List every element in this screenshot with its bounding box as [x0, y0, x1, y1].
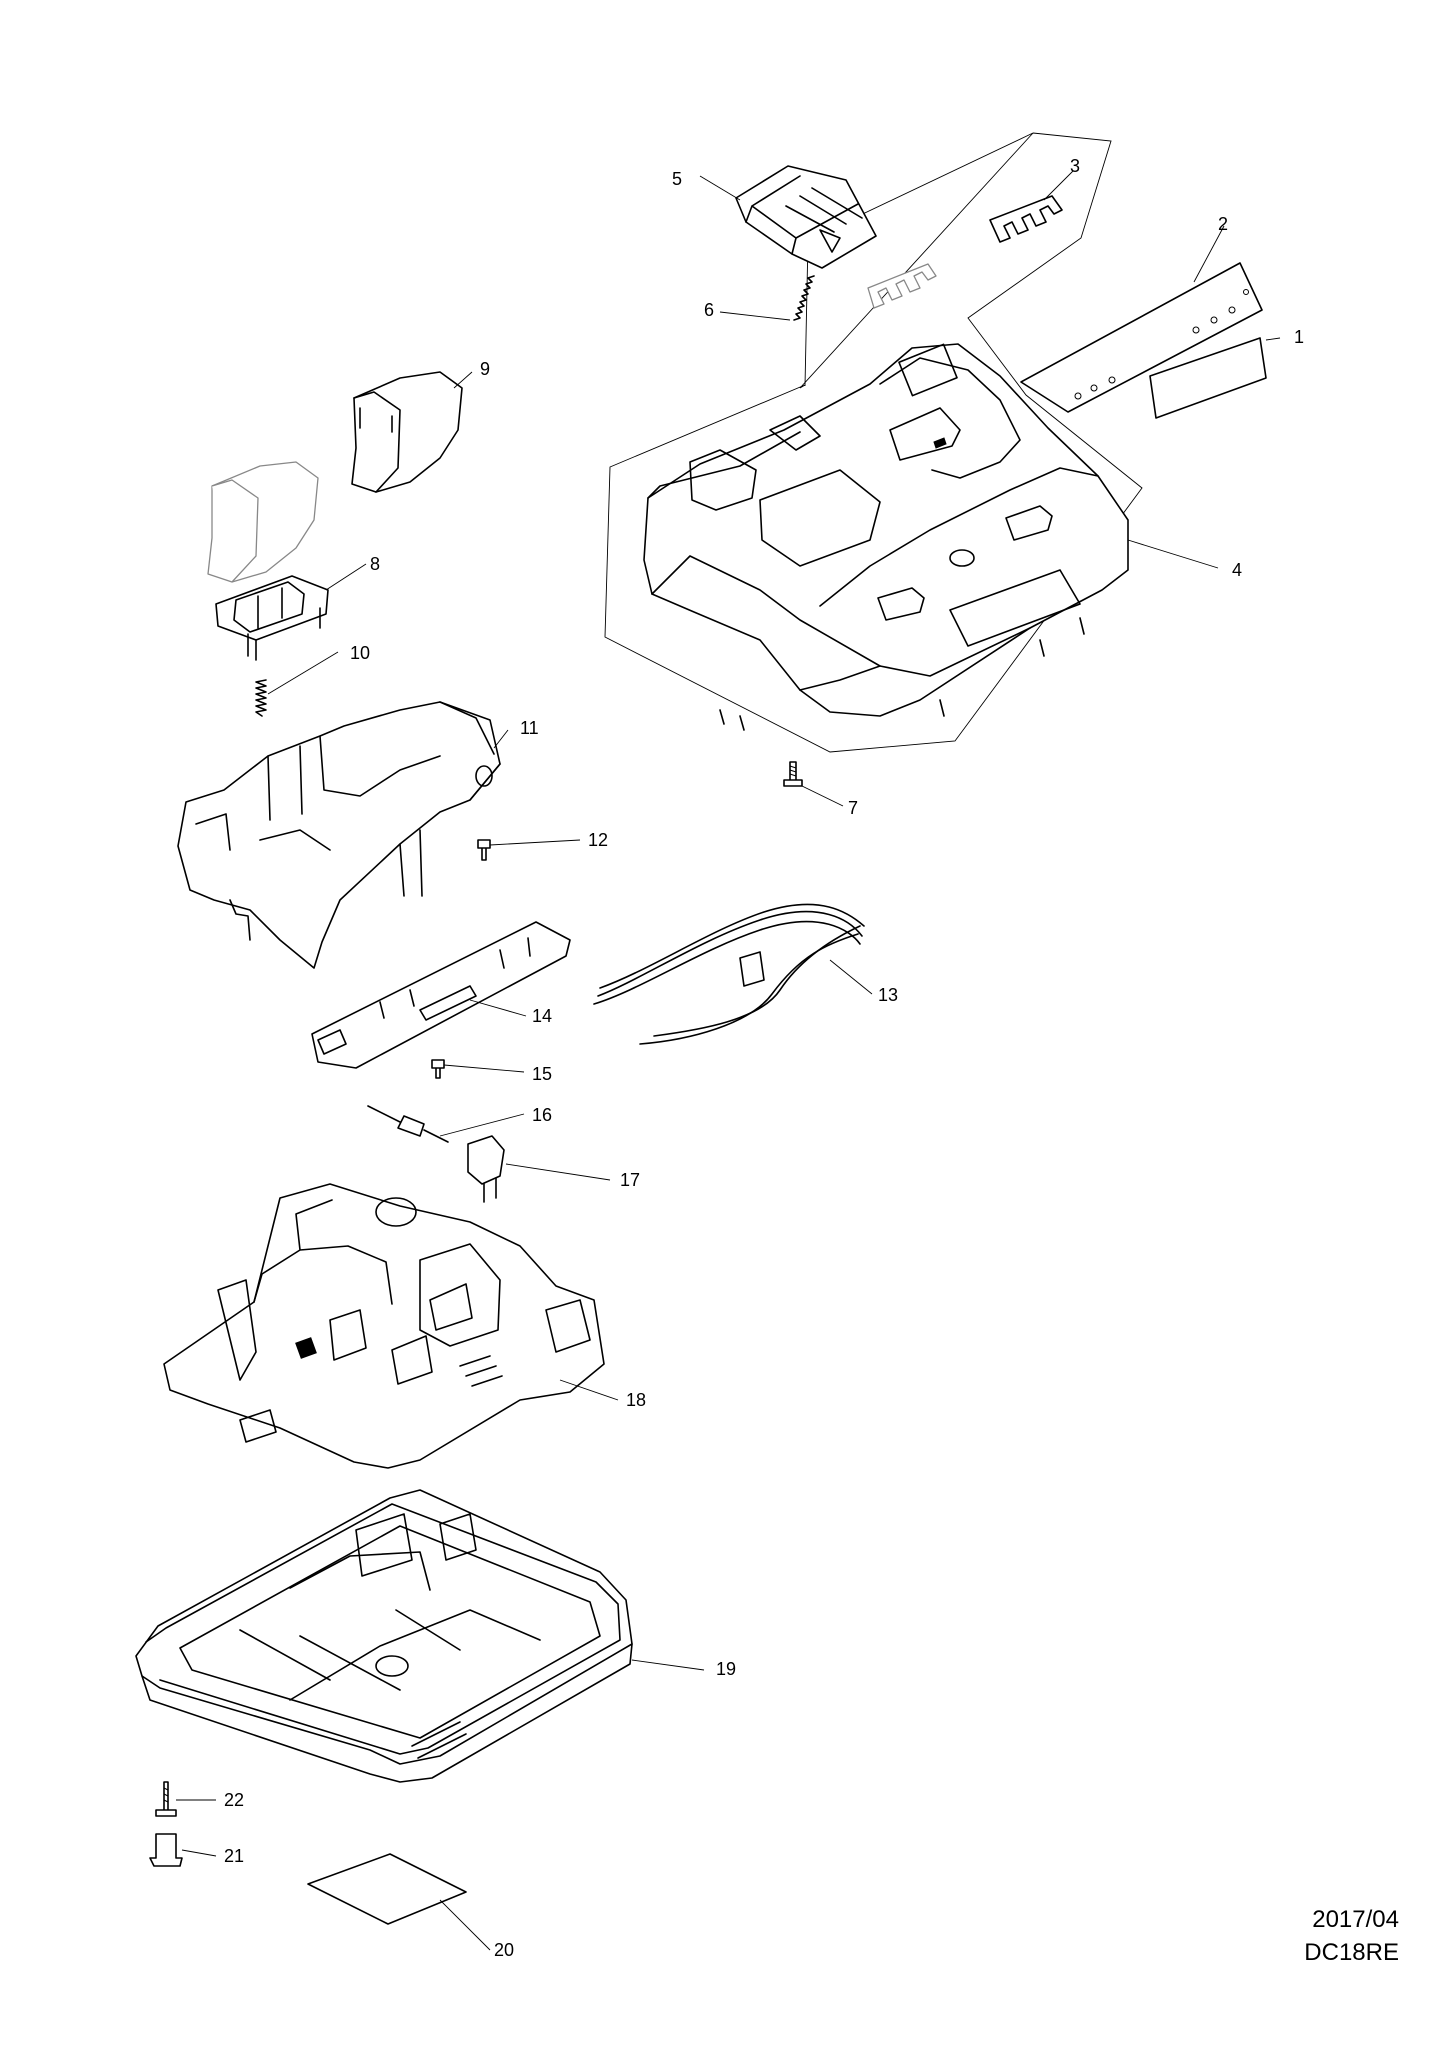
part-1-label — [1149, 337, 1267, 419]
part-9-battery-cover — [207, 371, 463, 583]
part-13-cord — [593, 903, 865, 1045]
callout-12: 12 — [588, 830, 608, 850]
part-12-screw — [477, 839, 491, 861]
callout-9: 9 — [480, 359, 490, 379]
part-15-screw — [431, 1059, 445, 1079]
part-8-switch-holder — [215, 575, 329, 661]
callout-19: 19 — [716, 1659, 736, 1679]
callout-6: 6 — [704, 300, 714, 320]
callout-3: 3 — [1070, 156, 1080, 176]
part-20-label — [307, 1853, 467, 1925]
callout-14: 14 — [532, 1006, 552, 1026]
callout-7: 7 — [848, 798, 858, 818]
callout-8: 8 — [370, 554, 380, 574]
callout-5: 5 — [672, 169, 682, 189]
part-18-main-pcb — [163, 1183, 605, 1469]
callout-17: 17 — [620, 1170, 640, 1190]
callout-1: 1 — [1294, 327, 1304, 347]
callout-21: 21 — [224, 1846, 244, 1866]
part-14-pcb-strip — [311, 921, 571, 1069]
part-2-nameplate — [1020, 262, 1263, 413]
callout-13: 13 — [878, 985, 898, 1005]
part-10-spring — [255, 679, 267, 717]
part-16-fuse — [367, 1105, 449, 1143]
callout-11: 11 — [520, 718, 539, 738]
callout-2: 2 — [1218, 214, 1228, 234]
footer-model: DC18RE — [1304, 1939, 1399, 1966]
part-6-spring — [793, 275, 815, 321]
part-4-upper-housing — [643, 343, 1129, 731]
part-22-screw — [155, 1781, 177, 1817]
part-3-terminal-clip — [867, 195, 1063, 309]
part-21-rubber-foot — [149, 1833, 183, 1867]
callout-16: 16 — [532, 1105, 552, 1125]
callout-20: 20 — [494, 1940, 514, 1960]
footer-date: 2017/04 — [1312, 1906, 1399, 1933]
callout-10: 10 — [350, 643, 370, 663]
part-19-base-housing — [135, 1489, 633, 1783]
part-7-screw — [783, 761, 803, 787]
callout-18: 18 — [626, 1390, 646, 1410]
part-11-inner-frame — [177, 701, 501, 969]
callout-15: 15 — [532, 1064, 552, 1084]
leader-lines — [176, 170, 1281, 1951]
callout-22: 22 — [224, 1790, 244, 1810]
callout-4: 4 — [1232, 560, 1242, 580]
part-5-lock-button — [735, 165, 877, 269]
part-17-capacitor — [467, 1135, 505, 1203]
